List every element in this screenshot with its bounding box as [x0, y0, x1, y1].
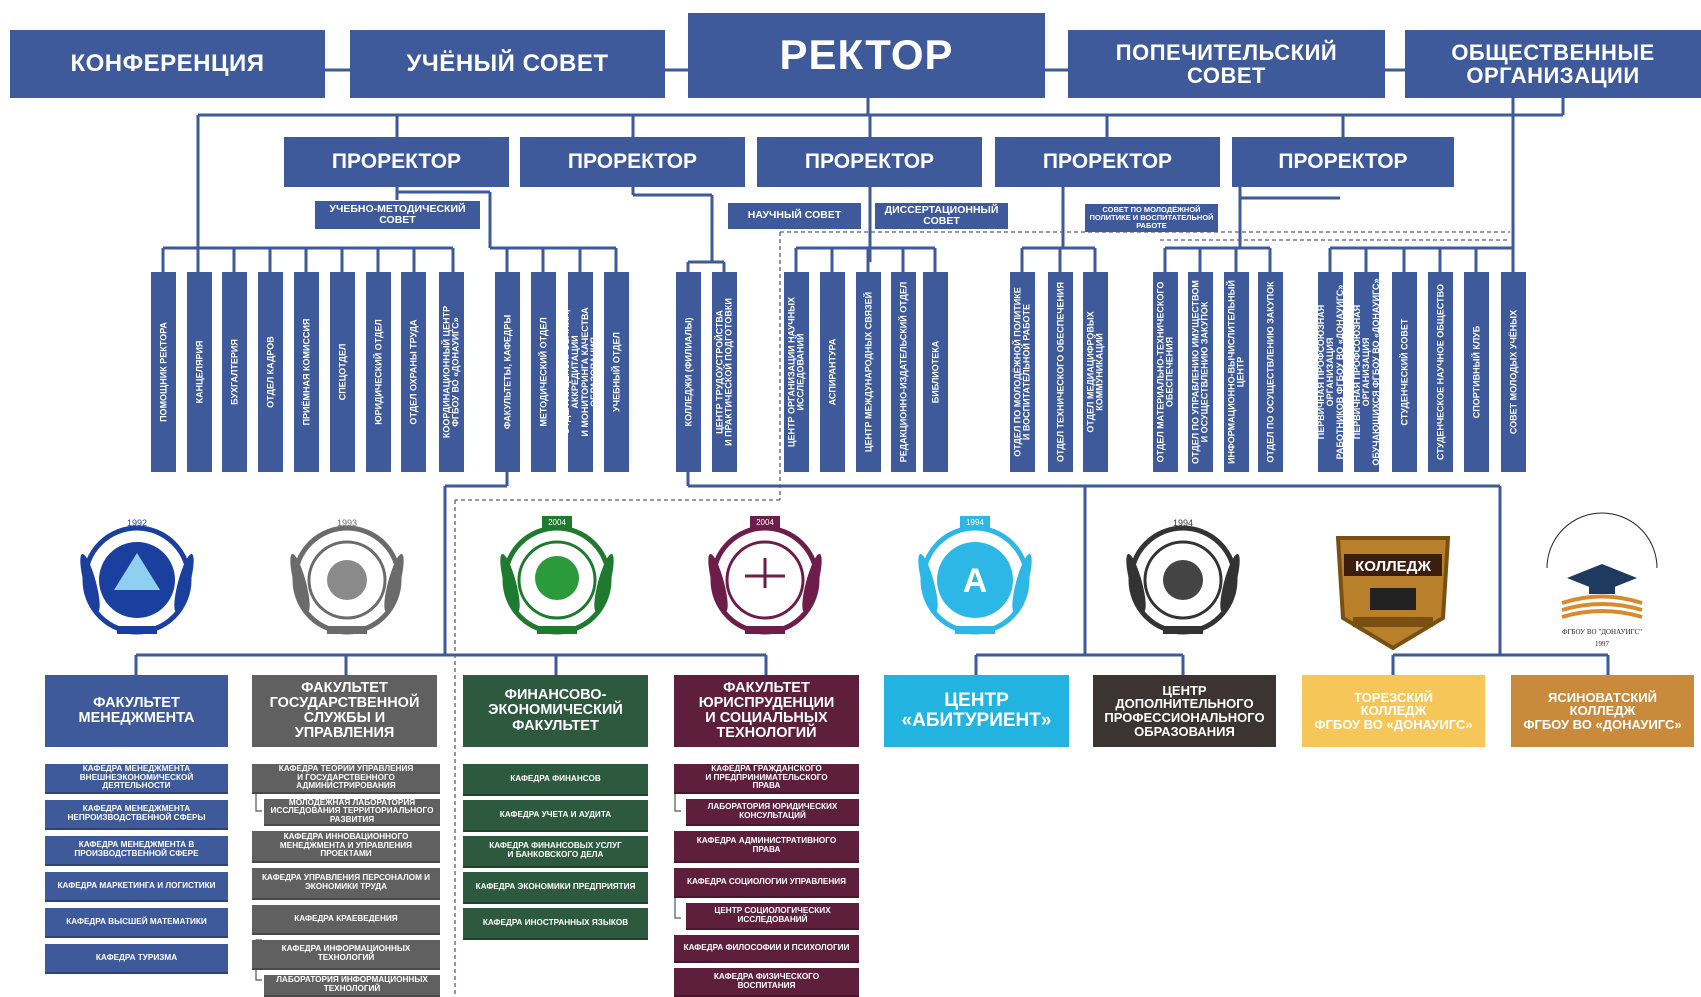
dept-management-1: КАФЕДРА МЕНЕДЖМЕНТА ВНЕШНЕЭКОНОМИЧЕСКОЙ …: [45, 764, 228, 794]
college-toretsk: ТОРЕЗСКИЙ КОЛЛЕДЖ ФГБОУ ВО «ДОНАУИГС»: [1302, 675, 1485, 747]
unit-union-students: ПЕРВИЧНАЯ ПРОФСОЮЗНАЯ ОРГАНИЗАЦИЯ ОБУЧАЮ…: [1351, 272, 1380, 472]
unit-union-staff: ПЕРВИЧНАЯ ПРОФСОЮЗНАЯ ОРГАНИЗАЦИЯ РАБОТН…: [1315, 272, 1344, 472]
dept-law-3: КАФЕДРА АДМИНИСТРАТИВНОГО ПРАВА: [674, 831, 859, 863]
dept-state-2: МОЛОДЕЖНАЯ ЛАБОРАТОРИЯ ИССЛЕДОВАНИЯ ТЕРР…: [264, 798, 440, 826]
dept-state-4: КАФЕДРА УПРАВЛЕНИЯ ПЕРСОНАЛОМ И ЭКОНОМИК…: [252, 868, 440, 900]
svg-text:А: А: [963, 562, 988, 600]
trustee-council-box: ПОПЕЧИТЕЛЬСКИЙ СОВЕТ: [1068, 30, 1385, 98]
toretsk-college-emblem: КОЛЛЕДЖ: [1335, 536, 1451, 651]
emblem-sub: ФГБОУ ВО "ДОНАУИГС": [1562, 628, 1642, 636]
unit-media: ОТДЕЛ МЕДИАЦИФРОВЫХ КОММУНИКАЦИЙ: [1083, 272, 1108, 472]
svg-text:КОЛЛЕДЖ: КОЛЛЕДЖ: [1355, 558, 1431, 575]
unit-postgraduate: АСПИРАНТУРА: [820, 272, 845, 472]
unit-accounting: БУХГАЛТЕРИЯ: [222, 272, 247, 472]
unit-admission: ПРИЁМНАЯ КОМИССИЯ: [294, 272, 319, 472]
dept-law-4: КАФЕДРА СОЦИОЛОГИИ УПРАВЛЕНИЯ: [674, 868, 859, 898]
unit-hr: ОТДЕЛ КАДРОВ: [258, 272, 283, 472]
academic-council-box: УЧЁНЫЙ СОВЕТ: [350, 30, 665, 98]
prorector-box-3: ПРОРЕКТОР: [757, 137, 982, 187]
prorector-box-1: ПРОРЕКТОР: [284, 137, 509, 187]
unit-rector-assistant: ПОМОЩНИК РЕКТОРА: [151, 272, 176, 472]
unit-computing-center: ИНФОРМАЦИОННО-ВЫЧИСЛИТЕЛЬНЫЙ ЦЕНТР: [1224, 272, 1249, 472]
unit-research-center: ЦЕНТР ОРГАНИЗАЦИИ НАУЧНЫХ ИССЛЕДОВАНИЙ: [784, 272, 809, 472]
rector-box: РЕКТОР: [688, 13, 1045, 98]
emblem-year: 1993: [337, 518, 357, 528]
unit-youth-policy: ОТДЕЛ ПО МОЛОДЁЖНОЙ ПОЛИТИКЕ И ВОСПИТАТЕ…: [1010, 272, 1035, 472]
unit-special: СПЕЦОТДЕЛ: [330, 272, 355, 472]
faculty-management: ФАКУЛЬТЕТ МЕНЕДЖМЕНТА: [45, 675, 228, 747]
emblem-year: 1992: [127, 518, 147, 528]
dept-finance-4: КАФЕДРА ЭКОНОМИКИ ПРЕДПРИЯТИЯ: [463, 872, 648, 904]
yasinovatsky-college-emblem: ФГБОУ ВО "ДОНАУИГС" 1997: [1546, 512, 1658, 648]
unit-logistics: ОТДЕЛ МАТЕРИАЛЬНО-ТЕХНИЧЕСКОГО ОБЕСПЕЧЕН…: [1153, 272, 1178, 472]
dept-management-5: КАФЕДРА ВЫСШЕЙ МАТЕМАТИКИ: [45, 908, 228, 938]
dept-law-2: ЛАБОРАТОРИЯ ЮРИДИЧЕСКИХ КОНСУЛЬТАЦИЙ: [686, 799, 859, 826]
dept-state-7: ЛАБОРАТОРИЯ ИНФОРМАЦИОННЫХ ТЕХНОЛОГИЙ: [264, 975, 440, 997]
unit-technical-support: ОТДЕЛ ТЕХНИЧЕСКОГО ОБЕСПЕЧЕНИЯ: [1048, 272, 1073, 472]
unit-employment-center: ЦЕНТР ТРУДОУСТРОЙСТВА И ПРАКТИЧЕСКОЙ ПОД…: [712, 272, 737, 472]
college-yasinovatsky: ЯСИНОВАТСКИЙ КОЛЛЕДЖ ФГБОУ ВО «ДОНАУИГС»: [1511, 675, 1694, 747]
dept-management-6: КАФЕДРА ТУРИЗМА: [45, 944, 228, 974]
unit-young-scientists: СОВЕТ МОЛОДЫХ УЧЁНЫХ: [1501, 272, 1526, 472]
dept-finance-5: КАФЕДРА ИНОСТРАННЫХ ЯЗЫКОВ: [463, 908, 648, 940]
dept-law-7: КАФЕДРА ФИЗИЧЕСКОГО ВОСПИТАНИЯ: [674, 968, 859, 997]
dept-state-3: КАФЕДРА ИННОВАЦИОННОГО МЕНЕДЖМЕНТА И УПР…: [252, 831, 440, 863]
emblem-year: 1994: [966, 518, 984, 527]
unit-international: ЦЕНТР МЕЖДУНАРОДНЫХ СВЯЗЕЙ: [856, 272, 881, 472]
youth-council-box: СОВЕТ ПО МОЛОДЁЖНОЙ ПОЛИТИКЕ И ВОСПИТАТЕ…: [1085, 204, 1218, 232]
unit-sports-club: СПОРТИВНЫЙ КЛУБ: [1464, 272, 1489, 472]
faculty-law: ФАКУЛЬТЕТ ЮРИСПРУДЕНЦИИ И СОЦИАЛЬНЫХ ТЕХ…: [674, 675, 859, 747]
unit-library: БИБЛИОТЕКА: [923, 272, 948, 472]
dept-management-3: КАФЕДРА МЕНЕДЖМЕНТА В ПРОИЗВОДСТВЕННОЙ С…: [45, 836, 228, 866]
methodical-council-box: УЧЕБНО-МЕТОДИЧЕСКИЙ СОВЕТ: [315, 201, 480, 229]
unit-publishing: РЕДАКЦИОННО-ИЗДАТЕЛЬСКИЙ ОТДЕЛ: [891, 272, 916, 472]
center-abiturient: ЦЕНТР «АБИТУРИЕНТ»: [884, 675, 1069, 747]
unit-student-council: СТУДЕНЧЕСКИЙ СОВЕТ: [1392, 272, 1417, 472]
emblem-year: 1994: [1173, 518, 1193, 528]
unit-student-science: СТУДЕНЧЕСКОЕ НАУЧНОЕ ОБЩЕСТВО: [1428, 272, 1453, 472]
emblem-year: 2004: [756, 518, 774, 527]
dept-state-1: КАФЕДРА ТЕОРИИ УПРАВЛЕНИЯ И ГОСУДАРСТВЕН…: [252, 764, 440, 794]
dept-law-6: КАФЕДРА ФИЛОСОФИИ И ПСИХОЛОГИИ: [674, 935, 859, 963]
prorector-box-4: ПРОРЕКТОР: [995, 137, 1220, 187]
dept-finance-1: КАФЕДРА ФИНАНСОВ: [463, 764, 648, 796]
prorector-box-5: ПРОРЕКТОР: [1232, 137, 1454, 187]
emblem-year: 1997: [1595, 640, 1610, 648]
emblem-year: 2004: [548, 518, 566, 527]
dept-law-1: КАФЕДРА ГРАЖДАНСКОГО И ПРЕДПРИНИМАТЕЛЬСК…: [674, 764, 859, 794]
unit-colleges: КОЛЛЕДЖИ (ФИЛИАЛЫ): [676, 272, 701, 472]
unit-licensing: ОТДЕЛ ЛИЦЕНЗИРОВАНИЯ, АККРЕДИТАЦИИ И МОН…: [561, 272, 599, 472]
unit-educational: УЧЕБНЫЙ ОТДЕЛ: [604, 272, 629, 472]
dept-state-5: КАФЕДРА КРАЕВЕДЕНИЯ: [252, 905, 440, 935]
dept-state-6: КАФЕДРА ИНФОРМАЦИОННЫХ ТЕХНОЛОГИЙ: [252, 940, 440, 970]
unit-methodical: МЕТОДИЧЕСКИЙ ОТДЕЛ: [531, 272, 556, 472]
unit-labor-safety: ОТДЕЛ ОХРАНЫ ТРУДА: [401, 272, 426, 472]
unit-procurement: ОТДЕЛ ПО ОСУЩЕСТВЛЕНИЮ ЗАКУПОК: [1258, 272, 1283, 472]
faculty-state-service: ФАКУЛЬТЕТ ГОСУДАРСТВЕННОЙ СЛУЖБЫ И УПРАВ…: [252, 675, 437, 747]
law-faculty-emblem: 2004: [708, 516, 822, 635]
public-organizations-box: ОБЩЕСТВЕННЫЕ ОРГАНИЗАЦИИ: [1405, 30, 1701, 98]
dpo-center-emblem: 1994: [1126, 518, 1240, 635]
dept-finance-2: КАФЕДРА УЧЕТА И АУДИТА: [463, 800, 648, 832]
dissertation-council-box: ДИССЕРТАЦИОННЫЙ СОВЕТ: [875, 203, 1008, 229]
dept-management-4: КАФЕДРА МАРКЕТИНГА И ЛОГИСТИКИ: [45, 872, 228, 902]
dept-management-2: КАФЕДРА МЕНЕДЖМЕНТА НЕПРОИЗВОДСТВЕННОЙ С…: [45, 800, 228, 830]
abiturient-center-emblem: А 1994: [918, 516, 1032, 635]
unit-chancellery: КАНЦЕЛЯРИЯ: [187, 272, 212, 472]
dept-law-5: ЦЕНТР СОЦИОЛОГИЧЕСКИХ ИССЛЕДОВАНИЙ: [686, 903, 859, 930]
unit-faculties: ФАКУЛЬТЕТЫ, КАФЕДРЫ: [495, 272, 520, 472]
center-dpo: ЦЕНТР ДОПОЛНИТЕЛЬНОГО ПРОФЕССИОНАЛЬНОГО …: [1093, 675, 1276, 747]
faculty-finance: ФИНАНСОВО- ЭКОНОМИЧЕСКИЙ ФАКУЛЬТЕТ: [463, 675, 648, 747]
scientific-council-box: НАУЧНЫЙ СОВЕТ: [728, 203, 861, 229]
state-service-faculty-emblem: 1993: [290, 518, 404, 635]
prorector-box-2: ПРОРЕКТОР: [520, 137, 745, 187]
finance-faculty-emblem: 2004: [500, 516, 614, 635]
conference-box: КОНФЕРЕНЦИЯ: [10, 30, 325, 98]
unit-coordination-center: КООРДИНАЦИОННЫЙ ЦЕНТР ФГБОУ ВО «ДОНАУИГС…: [439, 272, 464, 472]
unit-property: ОТДЕЛ ПО УПРАВЛЕНИЮ ИМУЩЕСТВОМ И ОСУЩЕСТ…: [1188, 272, 1213, 472]
unit-legal: ЮРИДИЧЕСКИЙ ОТДЕЛ: [366, 272, 391, 472]
management-faculty-emblem: 1992: [80, 518, 194, 635]
dept-finance-3: КАФЕДРА ФИНАНСОВЫХ УСЛУГ И БАНКОВСКОГО Д…: [463, 836, 648, 868]
